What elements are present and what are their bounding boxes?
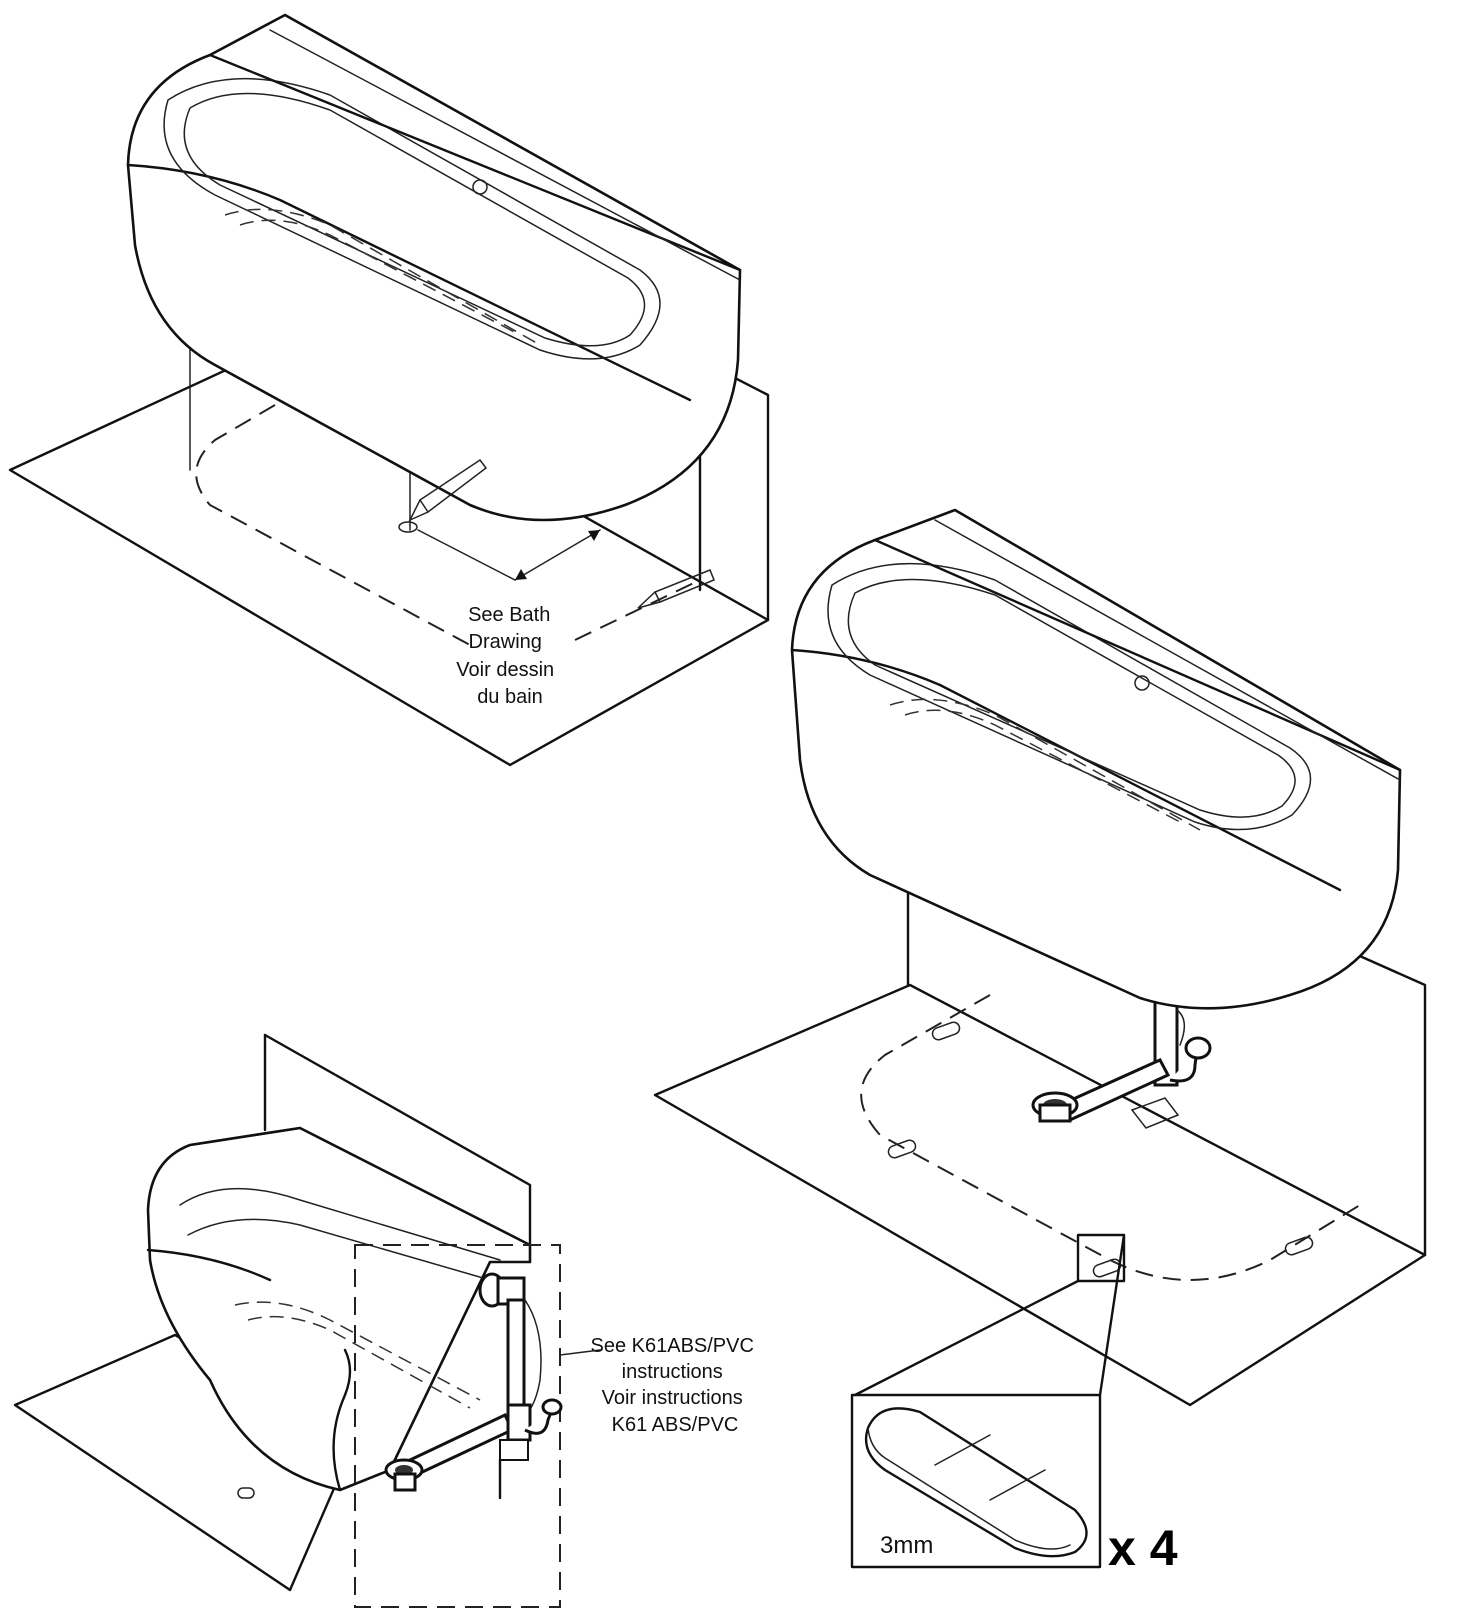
bathtub-2 (790, 508, 1402, 1010)
floor-outline-dashed-2 (860, 994, 1361, 1281)
step-3-waste: See K61ABS/PVC instructions Voir instruc… (13, 1033, 760, 1608)
overflow-drain-assembly (384, 1272, 563, 1500)
step-1-marking: See Bath Drawing Voir dessin du bain (8, 13, 770, 767)
floor-pad-detail: 3mm (850, 1393, 1102, 1569)
see-k61-instructions-label: See K61ABS/PVC instructions Voir instruc… (591, 1335, 760, 1436)
pencil-icon (408, 458, 488, 522)
pencil-icon (637, 569, 715, 609)
floor-pad-icon (1284, 1236, 1314, 1256)
quantity-label: x 4 (1108, 1520, 1178, 1576)
pad-thickness-label: 3mm (880, 1532, 933, 1559)
floor-pad-icon (887, 1139, 917, 1159)
floor-outline-dashed-1 (195, 404, 701, 646)
floor-pad-icon (931, 1021, 961, 1041)
floor-pad-icon (237, 1487, 255, 1499)
dimension-arrow (417, 529, 601, 581)
see-bath-drawing-label: See Bath Drawing Voir dessin du bain (456, 604, 559, 708)
detail-box-dashed (354, 1244, 561, 1608)
step-2-placement: 3mm x 4 (653, 508, 1427, 1576)
floor-plane-2 (653, 983, 1427, 1407)
waste-pipe-assembly (1031, 998, 1212, 1123)
bathtub-cutaway (146, 1126, 532, 1492)
bathtub-1 (126, 13, 742, 522)
